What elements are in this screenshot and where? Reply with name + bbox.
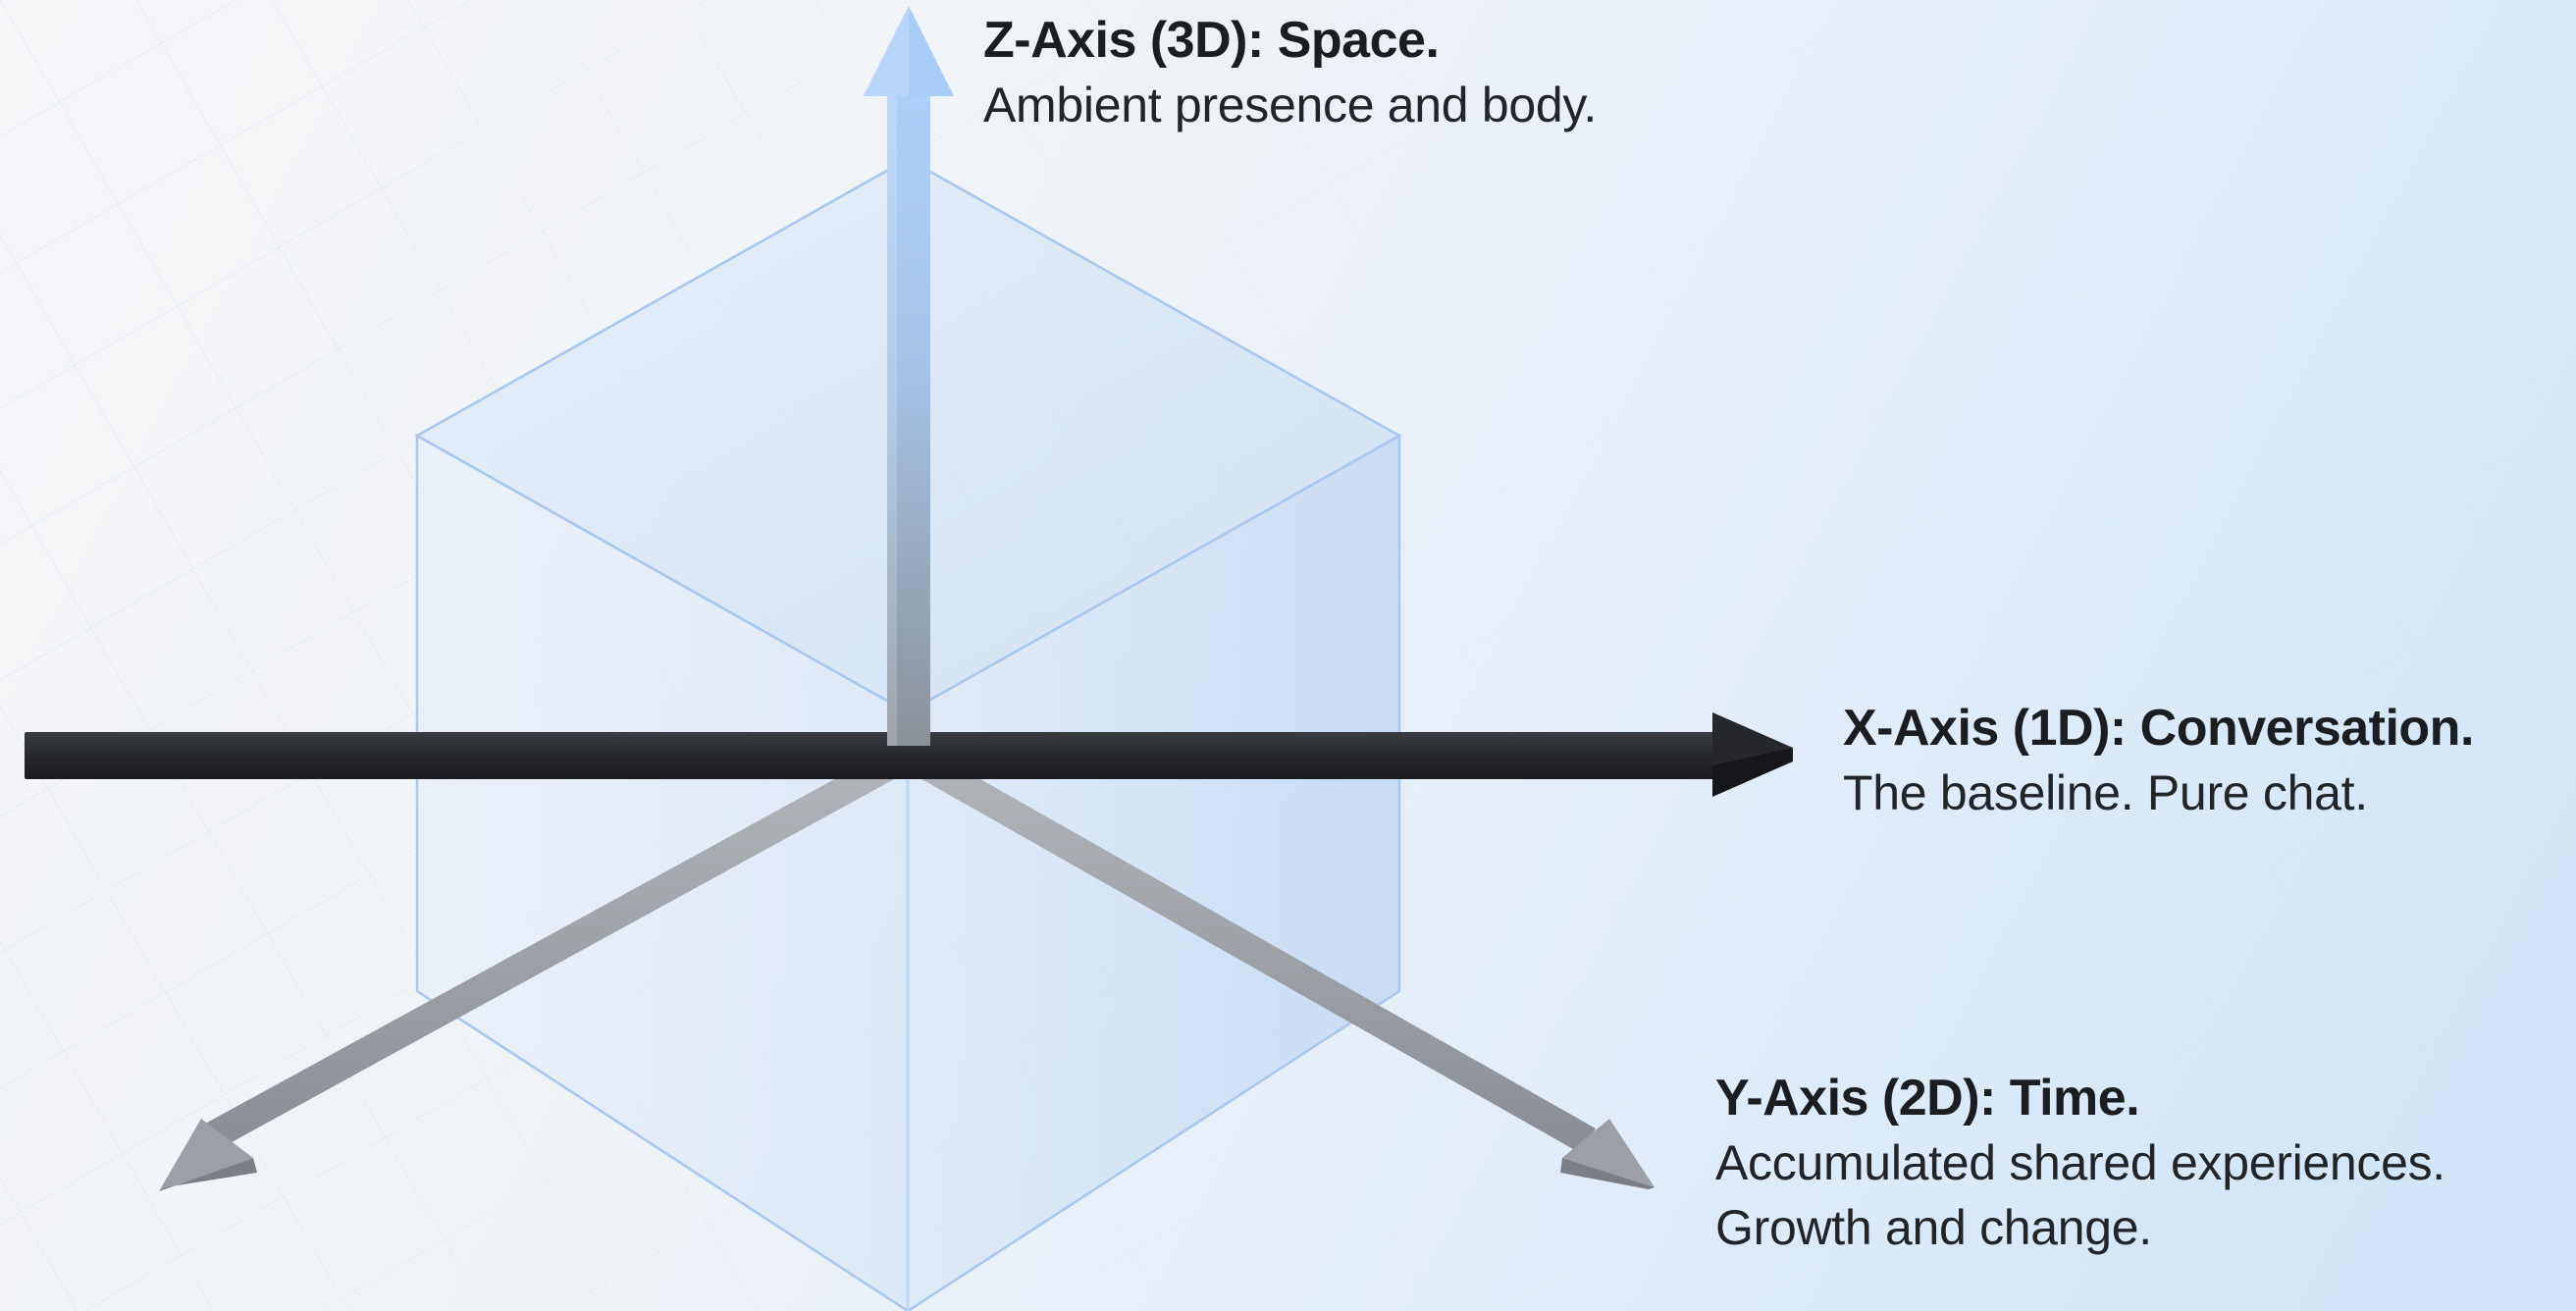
y-axis: [159, 743, 1655, 1191]
z-axis-description: Ambient presence and body.: [983, 78, 1598, 132]
x-axis-shaft: [25, 732, 1722, 779]
z-axis: [864, 6, 954, 746]
y-axis-left-arrowhead: [159, 1119, 253, 1191]
cube-face-right: [906, 433, 1401, 1311]
z-axis-title: Z-Axis (3D): Space.: [983, 12, 1440, 69]
y-axis-title: Y-Axis (2D): Time.: [1715, 1070, 2140, 1127]
y-axis-right-shaft: [901, 743, 1596, 1153]
x-axis-title: X-Axis (1D): Conversation.: [1843, 700, 2474, 757]
x-axis-description: The baseline. Pure chat.: [1843, 765, 2368, 820]
y-axis-description-line1: Accumulated shared experiences.: [1715, 1135, 2445, 1190]
z-axis-shaft: [887, 88, 930, 746]
y-axis-label: Y-Axis (2D): Time. Accumulated shared ex…: [1715, 1066, 2445, 1260]
y-axis-right-arrowhead: [1562, 1119, 1655, 1187]
cube-face-left: [415, 433, 910, 1311]
x-axis: [25, 712, 1793, 797]
z-axis-label: Z-Axis (3D): Space. Ambient presence and…: [983, 8, 1597, 137]
x-axis-label: X-Axis (1D): Conversation. The baseline.…: [1843, 696, 2474, 825]
y-axis-description-line2: Growth and change.: [1715, 1200, 2152, 1255]
y-axis-left-shaft: [196, 743, 916, 1153]
